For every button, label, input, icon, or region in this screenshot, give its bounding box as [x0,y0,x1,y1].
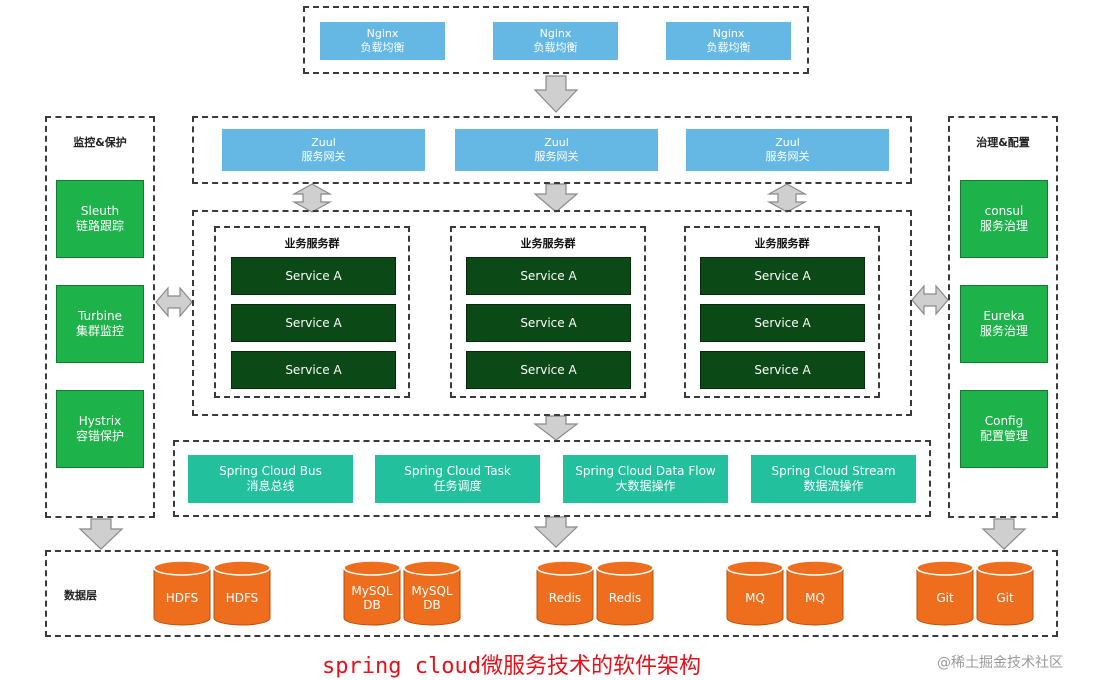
monitor-item: Sleuth 链路跟踪 [56,180,144,258]
data-layer [45,550,1058,637]
storage-cylinder: Redis [596,560,654,626]
nginx-title: Nginx [366,27,399,40]
arrow-monitor-to-data [78,518,124,550]
storage-cylinder: MQ [786,560,844,626]
storage-cylinder: Git [916,560,974,626]
arrow-services-governance [911,284,949,316]
governance-item: Config 配置管理 [960,390,1048,468]
nginx-desc: 负载均衡 [533,41,578,54]
zuul-desc: 服务网关 [301,150,346,163]
nginx-title: Nginx [539,27,572,40]
storage-label: Git [996,591,1014,605]
arrow-monitor-services [155,286,193,318]
arrow-governance-to-data [981,518,1027,550]
storage-label: HDFS [165,591,199,605]
diagram-caption: spring cloud微服务技术的软件架构 [322,654,701,679]
spring-box: Spring Cloud Data Flow 大数据操作 [563,455,728,503]
zuul-title: Zuul [775,136,800,149]
zuul-box: Zuul 服务网关 [686,129,889,171]
nginx-layer [303,6,809,74]
zuul-box: Zuul 服务网关 [222,129,425,171]
storage-cylinder: MQ [726,560,784,626]
arrow-services-to-spring [533,415,579,441]
service-box: Service A [700,304,865,342]
monitor-item: Hystrix 容错保护 [56,390,144,468]
storage-cylinder: Git [976,560,1034,626]
nginx-box: Nginx 负载均衡 [493,22,618,60]
governance-item: consul 服务治理 [960,180,1048,258]
storage-cylinder: Redis [536,560,594,626]
nginx-box: Nginx 负载均衡 [666,22,791,60]
service-box: Service A [231,351,396,389]
service-box: Service A [466,351,631,389]
service-box: Service A [700,351,865,389]
service-box: Service A [231,304,396,342]
spring-box: Spring Cloud Bus 消息总线 [188,455,353,503]
governance-item: Eureka 服务治理 [960,285,1048,363]
nginx-title: Nginx [712,27,745,40]
service-cluster [684,226,880,398]
zuul-layer [192,116,912,184]
data-layer-title: 数据层 [64,589,97,602]
arrow-zuul-to-services [533,183,579,213]
zuul-title: Zuul [544,136,569,149]
spring-box: Spring Cloud Task 任务调度 [375,455,540,503]
storage-label: Git [936,591,954,605]
service-cluster [450,226,646,398]
storage-label: Redis [608,591,642,605]
nginx-box: Nginx 负载均衡 [320,22,445,60]
storage-cylinder: HDFS [213,560,271,626]
nginx-desc: 负载均衡 [706,41,751,54]
zuul-title: Zuul [311,136,336,149]
cluster-title: 业务服务群 [520,237,576,250]
spring-layer [173,440,931,517]
zuul-box: Zuul 服务网关 [455,129,658,171]
governance-panel [948,116,1058,518]
watermark: @稀土掘金技术社区 [937,655,1063,671]
monitor-title: 监控&保护 [73,136,127,149]
service-box: Service A [700,257,865,295]
service-box: Service A [466,257,631,295]
storage-label: Redis [548,591,582,605]
spring-box: Spring Cloud Stream 数据流操作 [751,455,916,503]
zuul-desc: 服务网关 [765,150,810,163]
arrow-zuul-services-right [766,183,808,213]
service-box: Service A [466,304,631,342]
services-layer [192,210,912,416]
cluster-title: 业务服务群 [754,237,810,250]
storage-label: MQ [805,591,825,605]
nginx-desc: 负载均衡 [360,41,405,54]
governance-title: 治理&配置 [976,136,1030,149]
storage-label: MQ [745,591,765,605]
arrow-zuul-services-left [291,183,333,213]
monitor-panel [45,116,155,518]
cluster-title: 业务服务群 [284,237,340,250]
service-cluster [214,226,410,398]
storage-cylinder: HDFS [153,560,211,626]
zuul-desc: 服务网关 [534,150,579,163]
arrow-nginx-to-zuul [533,75,579,113]
monitor-item: Turbine 集群监控 [56,285,144,363]
service-box: Service A [231,257,396,295]
storage-label: HDFS [225,591,259,605]
arrow-spring-to-data [533,516,579,548]
